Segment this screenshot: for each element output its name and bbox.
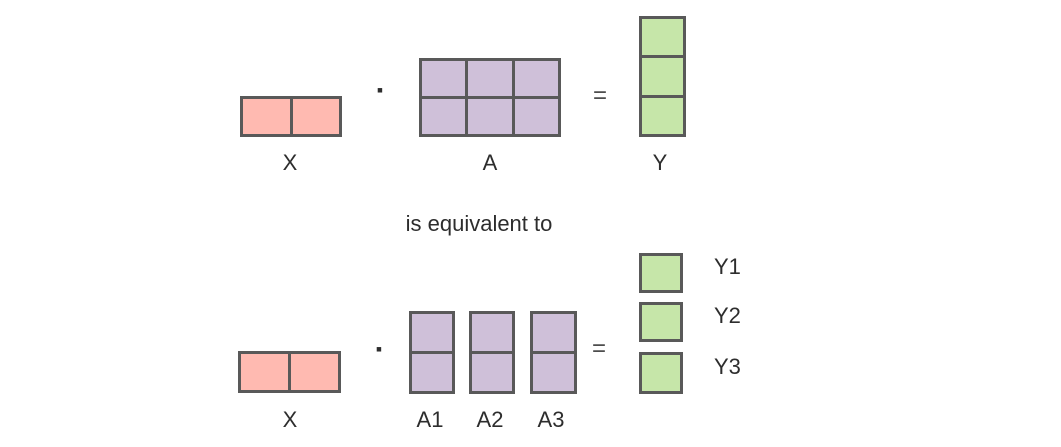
label-y-top: Y (652, 150, 668, 175)
matrix-cell (422, 61, 466, 96)
matrix-cell (468, 99, 512, 134)
matrix-a-top (419, 58, 561, 137)
label-y2: Y2 (714, 303, 741, 328)
equals-sign-bottom: = (591, 335, 606, 362)
label-a1: A1 (416, 407, 444, 432)
matrix-cell (642, 256, 680, 290)
matrix-y3 (639, 352, 683, 394)
matrix-y-top (639, 16, 686, 137)
multiply-dot-icon: ▪ (376, 80, 384, 100)
label-y3: Y3 (714, 354, 741, 379)
matrix-cell (514, 61, 558, 96)
matrix-cell (468, 61, 512, 96)
matrix-cell (472, 314, 512, 351)
matrix-cell (241, 354, 288, 390)
matrix-cell (472, 354, 512, 391)
equivalence-text: is equivalent to (405, 211, 553, 236)
matrix-cell (292, 99, 339, 134)
matrix-cell (412, 314, 452, 351)
matrix-cell (533, 354, 574, 391)
matrix-a1 (409, 311, 455, 394)
matrix-cell (642, 355, 680, 391)
matrix-cell (642, 58, 683, 95)
matrix-cell (642, 97, 683, 134)
matrix-x-bottom (238, 351, 341, 393)
matrix-cell (243, 99, 290, 134)
matrix-y2 (639, 302, 683, 342)
matrix-a3 (530, 311, 577, 394)
equals-sign-top: = (592, 82, 607, 109)
matrix-cell (533, 314, 574, 351)
matrix-cell (291, 354, 338, 390)
label-x-bottom: X (282, 407, 298, 432)
label-y1: Y1 (714, 254, 741, 279)
label-a3: A3 (537, 407, 565, 432)
label-x-top: X (282, 150, 298, 175)
label-a-top: A (482, 150, 498, 175)
multiply-dot-icon: ▪ (375, 339, 383, 359)
matrix-a2 (469, 311, 515, 394)
label-a2: A2 (476, 407, 504, 432)
matrix-cell (514, 99, 558, 134)
matrix-cell (642, 305, 680, 339)
matrix-x-top (240, 96, 342, 137)
matrix-cell (422, 99, 466, 134)
matrix-y1 (639, 253, 683, 293)
matrix-cell (412, 354, 452, 391)
matrix-cell (642, 19, 683, 56)
